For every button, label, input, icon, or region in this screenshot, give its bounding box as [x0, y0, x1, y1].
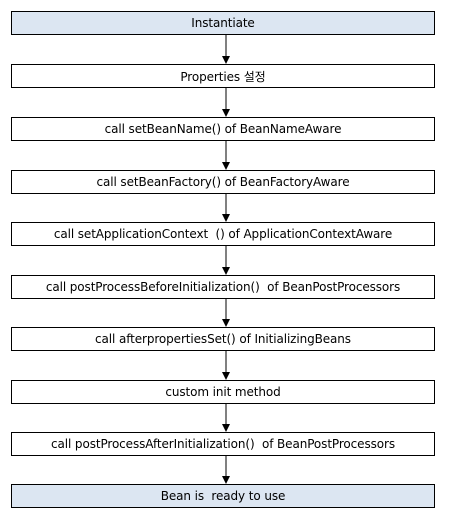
- step-post-process-before-init: call postProcessBeforeInitialization() o…: [11, 275, 435, 299]
- arrow-7: [222, 351, 230, 380]
- step-set-application-context: call setApplicationContext () of Applica…: [11, 222, 435, 246]
- step-custom-init-method: custom init method: [11, 380, 435, 404]
- step-after-properties-set: call afterpropertiesSet() of Initializin…: [11, 327, 435, 351]
- arrow-2: [222, 88, 230, 117]
- arrow-1: [222, 35, 230, 64]
- arrow-9: [222, 456, 230, 484]
- step-properties-setting: Properties 설정: [11, 64, 435, 88]
- step-set-bean-name: call setBeanName() of BeanNameAware: [11, 117, 435, 141]
- step-instantiate: Instantiate: [11, 11, 435, 35]
- step-bean-ready: Bean is ready to use: [11, 484, 435, 508]
- step-set-bean-factory: call setBeanFactory() of BeanFactoryAwar…: [11, 170, 435, 194]
- arrow-6: [222, 299, 230, 327]
- arrow-5: [222, 246, 230, 275]
- arrow-8: [222, 404, 230, 432]
- arrow-4: [222, 194, 230, 222]
- arrow-3: [222, 141, 230, 170]
- step-post-process-after-init: call postProcessAfterInitialization() of…: [11, 432, 435, 456]
